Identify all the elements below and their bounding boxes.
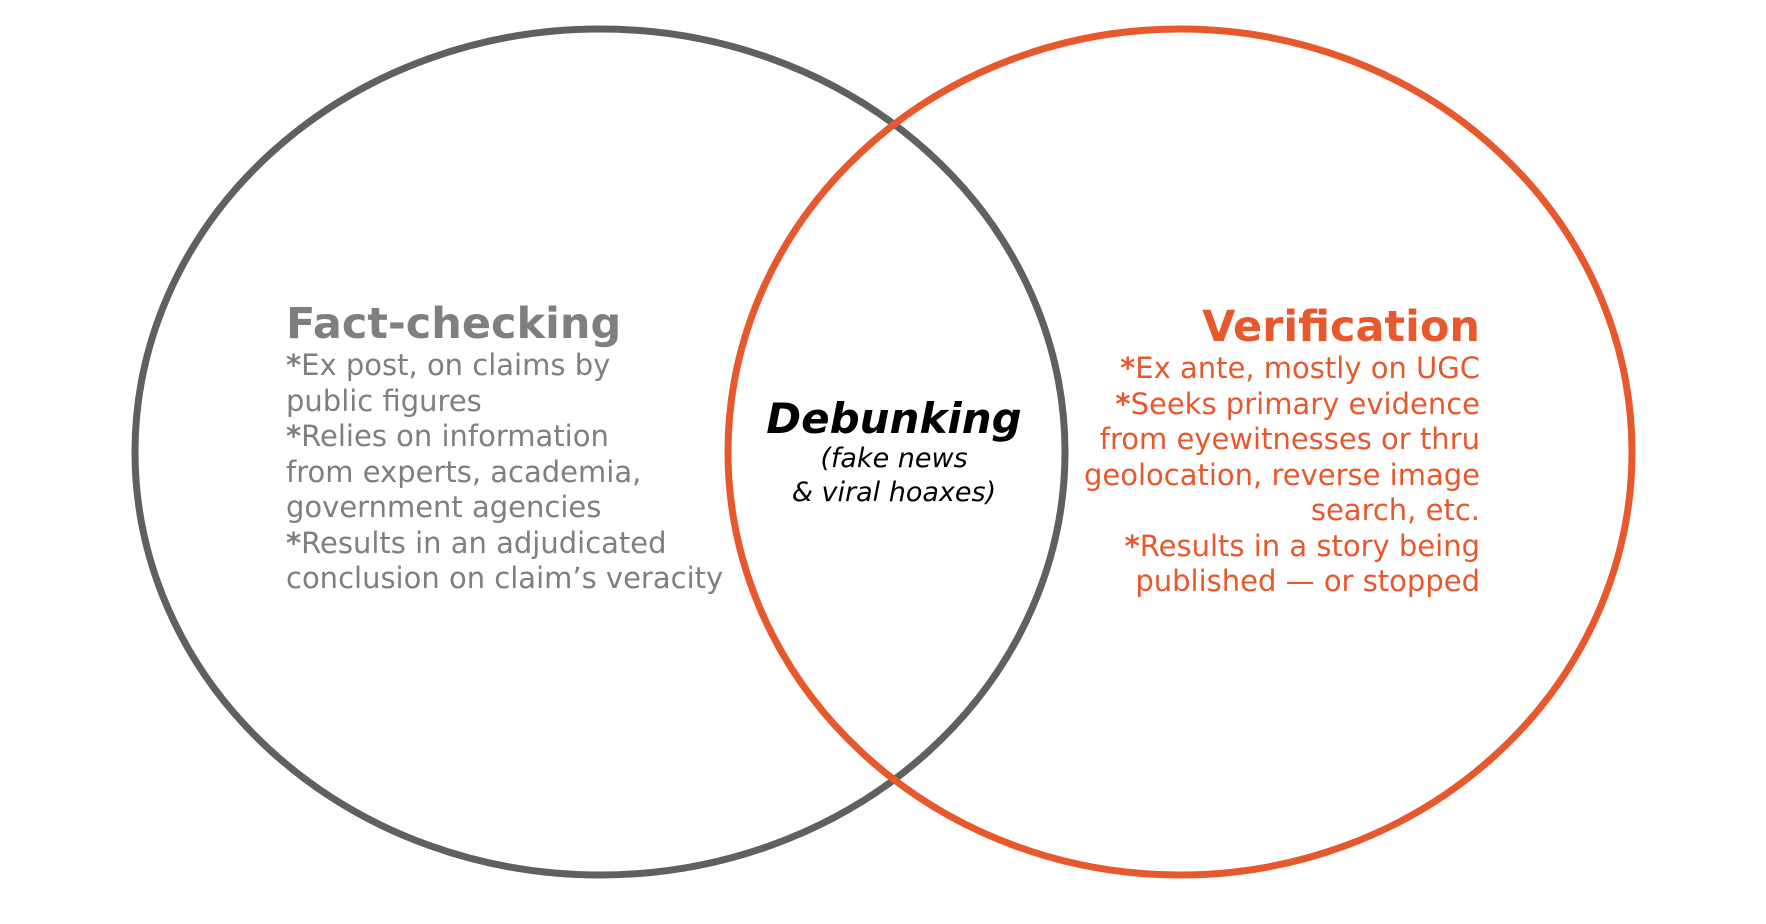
verification-line: published — or stopped (1135, 564, 1480, 598)
fact-checking-line: conclusion on claim’s veracity (286, 561, 724, 595)
verification-line: *Seeks primary evidence (1115, 386, 1480, 421)
fact-checking-line: government agencies (286, 490, 602, 524)
debunking-line: & viral hoaxes) (791, 477, 997, 508)
fact-checking-line: *Ex post, on claims by (286, 348, 611, 382)
fact-checking-line: *Relies on information (286, 419, 609, 453)
verification-text: Verification *Ex ante, mostly on UGC *Se… (1084, 303, 1480, 600)
fact-checking-text: Fact-checking *Ex post, on claims by pub… (286, 300, 723, 597)
verification-line: *Results in a story being (1124, 528, 1480, 563)
fact-checking-line: *Results in an adjudicated (286, 525, 667, 560)
verification-circle (724, 25, 1636, 879)
fact-checking-line: from experts, academia, (286, 454, 642, 489)
debunking-title: Debunking (766, 394, 1022, 443)
fact-checking-title: Fact-checking (286, 299, 622, 349)
verification-line: *Ex ante, mostly on UGC (1120, 351, 1480, 385)
verification-line: geolocation, reverse image (1083, 457, 1480, 492)
fact-checking-line: public figures (286, 383, 482, 418)
verification-title: Verification (1202, 302, 1480, 352)
debunking-line: (fake news (820, 443, 968, 474)
verification-line: from eyewitnesses or thru (1099, 422, 1480, 456)
fact-checking-circle (131, 25, 1069, 879)
verification-line: search, etc. (1310, 493, 1480, 527)
debunking-text: Debunking (fake news & viral hoaxes) (759, 396, 1029, 510)
